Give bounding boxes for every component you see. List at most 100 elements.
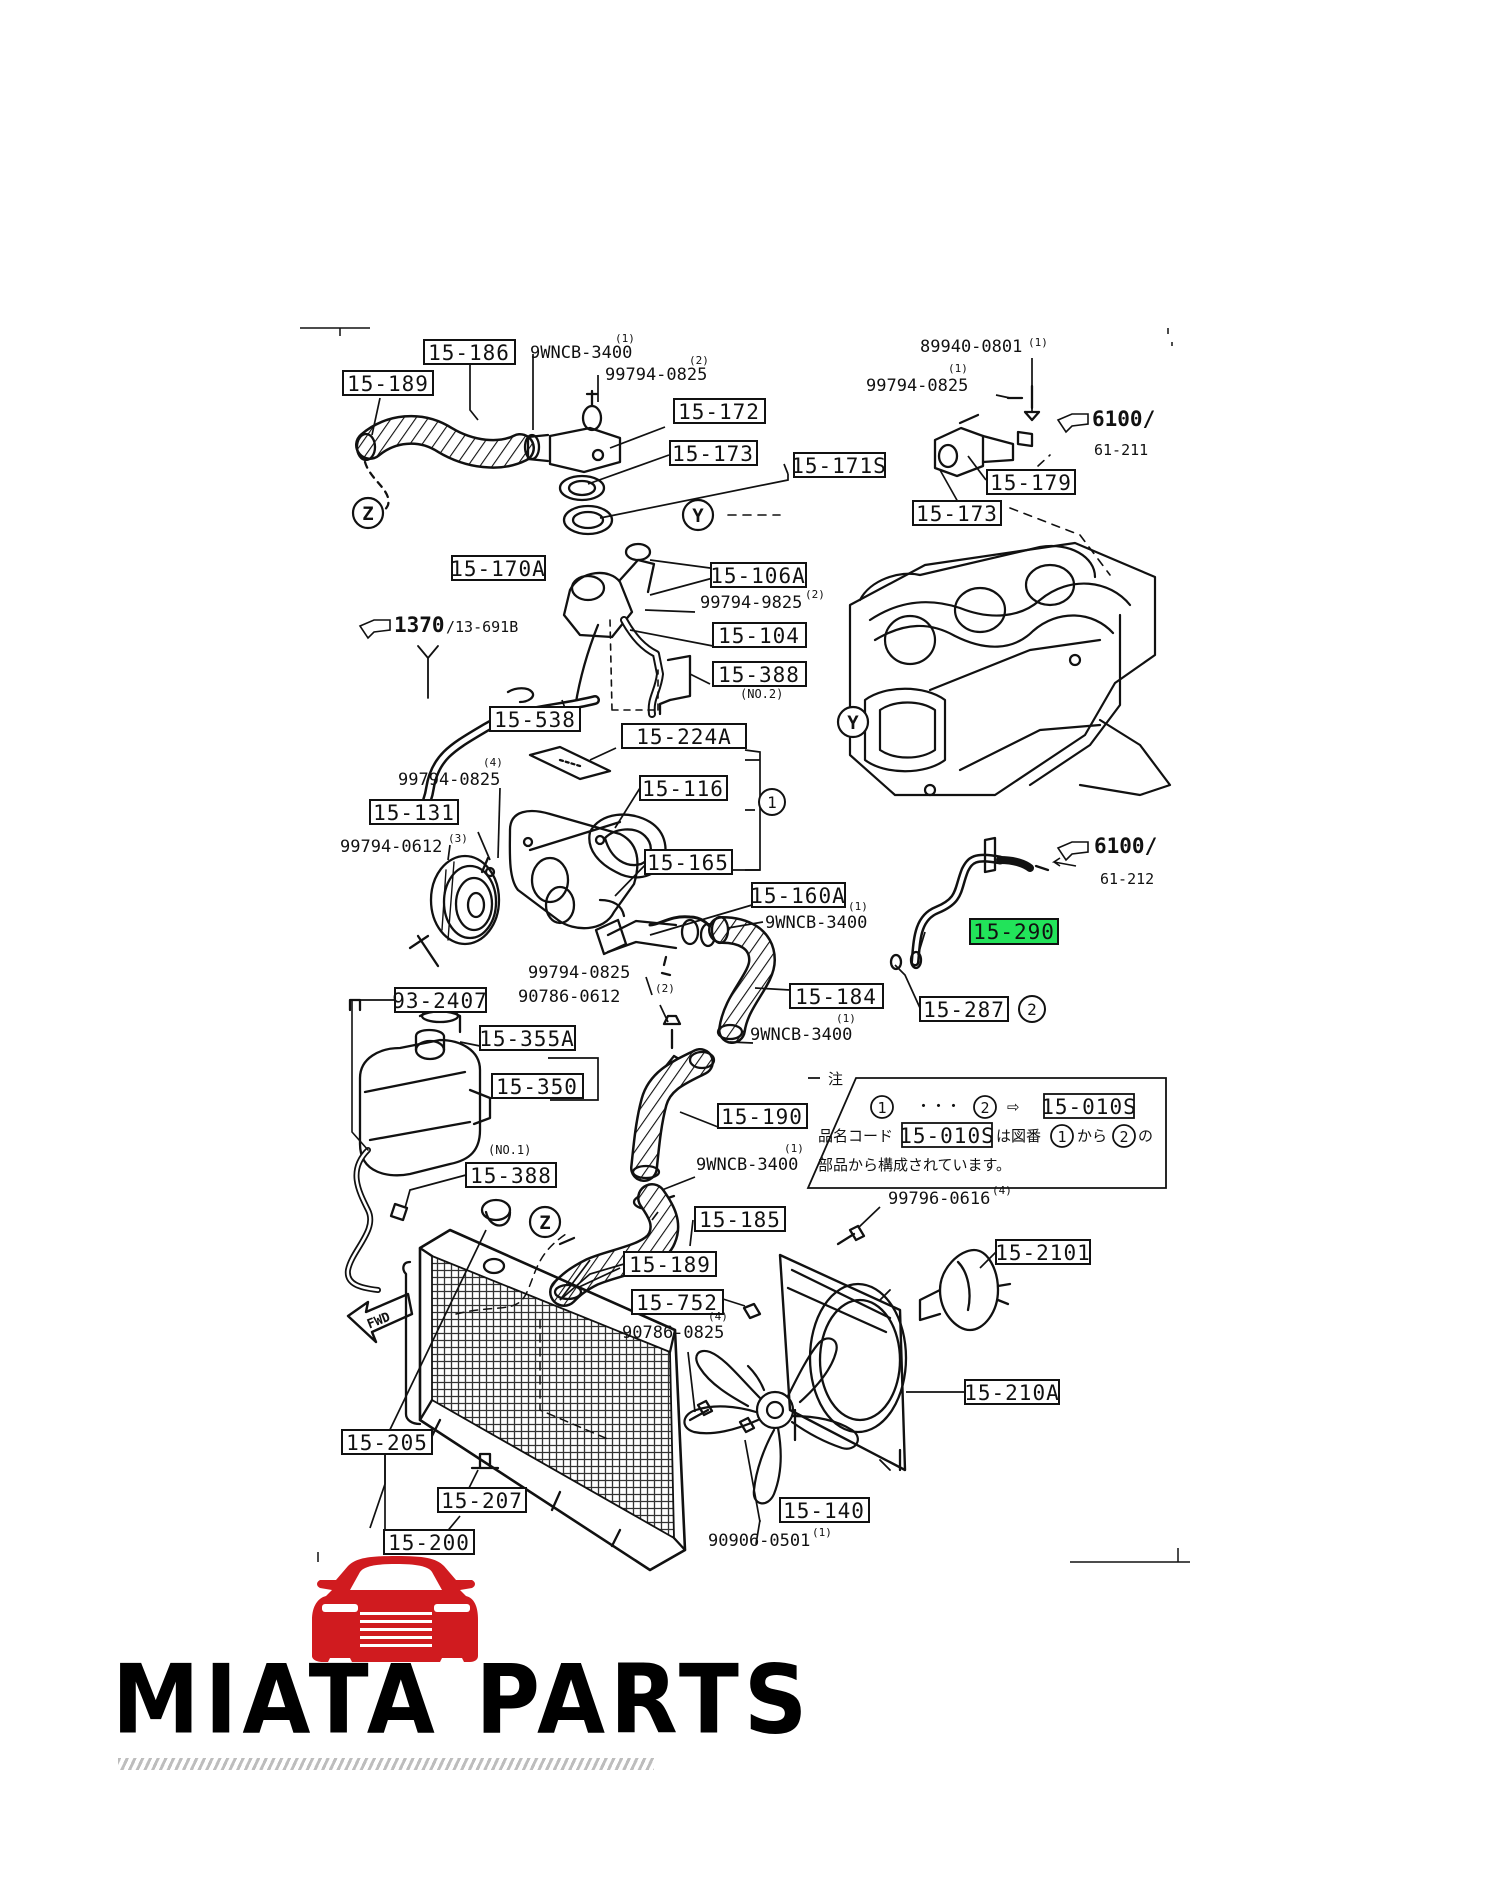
part-box: 15-388 bbox=[712, 661, 807, 687]
part-box: 15-185 bbox=[694, 1206, 786, 1232]
fastener-qty: (2) bbox=[655, 982, 675, 995]
fastener-qty: (1) bbox=[784, 1142, 804, 1155]
part-label-highlighted: 15-290 bbox=[973, 920, 1055, 944]
part-label: 15-170A bbox=[450, 557, 546, 581]
part-box: 15-104 bbox=[712, 622, 807, 648]
part-boxes: 15-186 15-189 15-172 15-173 15-171S 15-1… bbox=[341, 339, 1091, 1555]
fastener-qty: (1) bbox=[948, 362, 968, 375]
marker-letter: Z bbox=[362, 503, 373, 525]
fastener-qty: (1) bbox=[615, 332, 635, 345]
ref-sub: /13-691B bbox=[446, 618, 518, 636]
part-box: 15-538 bbox=[489, 706, 581, 732]
part-box: 15-388 bbox=[465, 1162, 557, 1188]
fastener-code: 99794-0825 bbox=[398, 770, 500, 790]
fastener-label: 99794-0825 bbox=[528, 963, 630, 983]
fastener-label: 99794-9825(2) bbox=[700, 588, 825, 613]
fastener-qty: (1) bbox=[812, 1526, 832, 1539]
fastener-label: (1)9WNCB-3400 bbox=[765, 900, 868, 933]
fastener-label: (4)90786-0825 bbox=[622, 1310, 728, 1343]
fastener-qty: (1) bbox=[1028, 336, 1048, 349]
part-label: 15-189 bbox=[347, 372, 429, 396]
fastener-code: 99794-0612 bbox=[340, 837, 442, 857]
part-label: 15-752 bbox=[636, 1291, 718, 1315]
part-box: 15-207 bbox=[437, 1487, 527, 1513]
part-label: 15-189 bbox=[629, 1253, 711, 1277]
note-no2: (NO.2) bbox=[740, 687, 783, 701]
fastener-code: 90786-0825 bbox=[622, 1323, 724, 1343]
marker-number: 1 bbox=[767, 793, 777, 812]
note-no1: (NO.1) bbox=[488, 1143, 531, 1157]
fastener-qty: (1) bbox=[836, 1012, 856, 1025]
part-box: 15-350 bbox=[491, 1073, 584, 1099]
pointer-hand-icon bbox=[358, 619, 391, 640]
frame-marks bbox=[300, 327, 1190, 1563]
fastener-code: 99794-0825 bbox=[605, 365, 707, 385]
fastener-qty: (1) bbox=[848, 900, 868, 913]
part-label: 15-160A bbox=[750, 884, 846, 908]
part-label: 15-179 bbox=[990, 471, 1072, 495]
fastener-label: (1)9WNCB-3400 bbox=[696, 1142, 804, 1175]
part-box: 15-287 bbox=[919, 996, 1009, 1022]
legend-text: は図番 bbox=[996, 1127, 1041, 1145]
part-box: 15-170A bbox=[450, 555, 546, 581]
part-label: 15-140 bbox=[783, 1499, 865, 1523]
part-box: 15-184 bbox=[789, 983, 884, 1009]
fastener-code: 9WNCB-3400 bbox=[750, 1025, 852, 1045]
part-box: 15-165 bbox=[644, 849, 733, 875]
pointer-hand-icon bbox=[1056, 413, 1089, 434]
fastener-code: 99796-0616 bbox=[888, 1189, 990, 1209]
fastener-code: 9WNCB-3400 bbox=[696, 1155, 798, 1175]
marker-z-bottom: Z bbox=[528, 1205, 562, 1239]
legend-box: 注 1 ・・・ 2 ⇨ 15-010S 品名コード 15-010S は図番 1 … bbox=[806, 1070, 1167, 1189]
fastener-qty: (4) bbox=[992, 1184, 1012, 1197]
fastener-code: 99794-9825 bbox=[700, 593, 802, 613]
part-label: 15-184 bbox=[795, 985, 877, 1009]
ref-main: 6100/ bbox=[1092, 407, 1155, 431]
part-box: 15-2101 bbox=[995, 1239, 1091, 1265]
legend-text: から bbox=[1077, 1127, 1107, 1145]
part-label: 15-185 bbox=[699, 1208, 781, 1232]
fastener-labels: 9WNCB-3400(1) 99794-0825(2) 89940-0801(1… bbox=[340, 332, 1048, 1551]
fastener-qty: (4) bbox=[708, 1310, 728, 1323]
car-logo-icon bbox=[312, 1556, 478, 1662]
legend-text: の bbox=[1138, 1127, 1153, 1145]
fastener-code: 9WNCB-3400 bbox=[530, 343, 632, 363]
marker-letter: Z bbox=[539, 1212, 550, 1234]
ref-pointer: 6100/ 61-211 bbox=[1056, 407, 1155, 459]
part-box: 15-173 bbox=[912, 500, 1002, 526]
part-box: 15-189 bbox=[623, 1251, 717, 1277]
part-label: 15-355A bbox=[479, 1027, 575, 1051]
part-box: 15-190 bbox=[717, 1103, 808, 1129]
part-box: 93-2407 bbox=[392, 987, 487, 1013]
legend-title: 注 bbox=[828, 1070, 843, 1088]
part-label: 15-388 bbox=[470, 1164, 552, 1188]
part-box: 15-290 bbox=[969, 918, 1059, 945]
marker-z-top: Z bbox=[351, 496, 385, 530]
marker-y-engine: Y bbox=[836, 705, 870, 739]
fastener-code: 99794-0825 bbox=[866, 376, 968, 396]
fastener-label: 89940-0801(1) bbox=[920, 336, 1048, 357]
ref-main: 6100/ bbox=[1094, 834, 1157, 858]
part-box: 15-116 bbox=[639, 775, 728, 801]
fastener-label: 90786-0612(2) bbox=[518, 982, 675, 1007]
part-label: 15-2101 bbox=[995, 1241, 1091, 1265]
part-box: 15-140 bbox=[779, 1497, 870, 1523]
marker-1: 1 bbox=[758, 788, 786, 816]
part-label: 15-173 bbox=[672, 442, 754, 466]
legend-circle-2: 2 bbox=[1119, 1128, 1128, 1146]
marker-letter: Y bbox=[692, 505, 704, 527]
ref-pointers: 6100/ 61-211 1370 /13-691B 6100/ 61-212 bbox=[358, 407, 1157, 888]
marker-y-top: Y bbox=[681, 498, 715, 532]
legend-circle-1: 1 bbox=[1057, 1128, 1066, 1146]
legend-dots: ・・・ bbox=[916, 1097, 961, 1115]
part-label: 15-116 bbox=[642, 777, 724, 801]
fastener-code: 90906-0501 bbox=[708, 1531, 810, 1551]
fastener-label: 90906-0501(1) bbox=[708, 1526, 832, 1551]
part-label: 15-224A bbox=[636, 725, 732, 749]
part-box: 15-355A bbox=[479, 1025, 576, 1051]
part-label: 15-538 bbox=[494, 708, 576, 732]
legend-circle-2: 2 bbox=[980, 1099, 989, 1117]
part-box: 15-171S bbox=[791, 452, 886, 478]
brand-underline bbox=[118, 1758, 654, 1770]
